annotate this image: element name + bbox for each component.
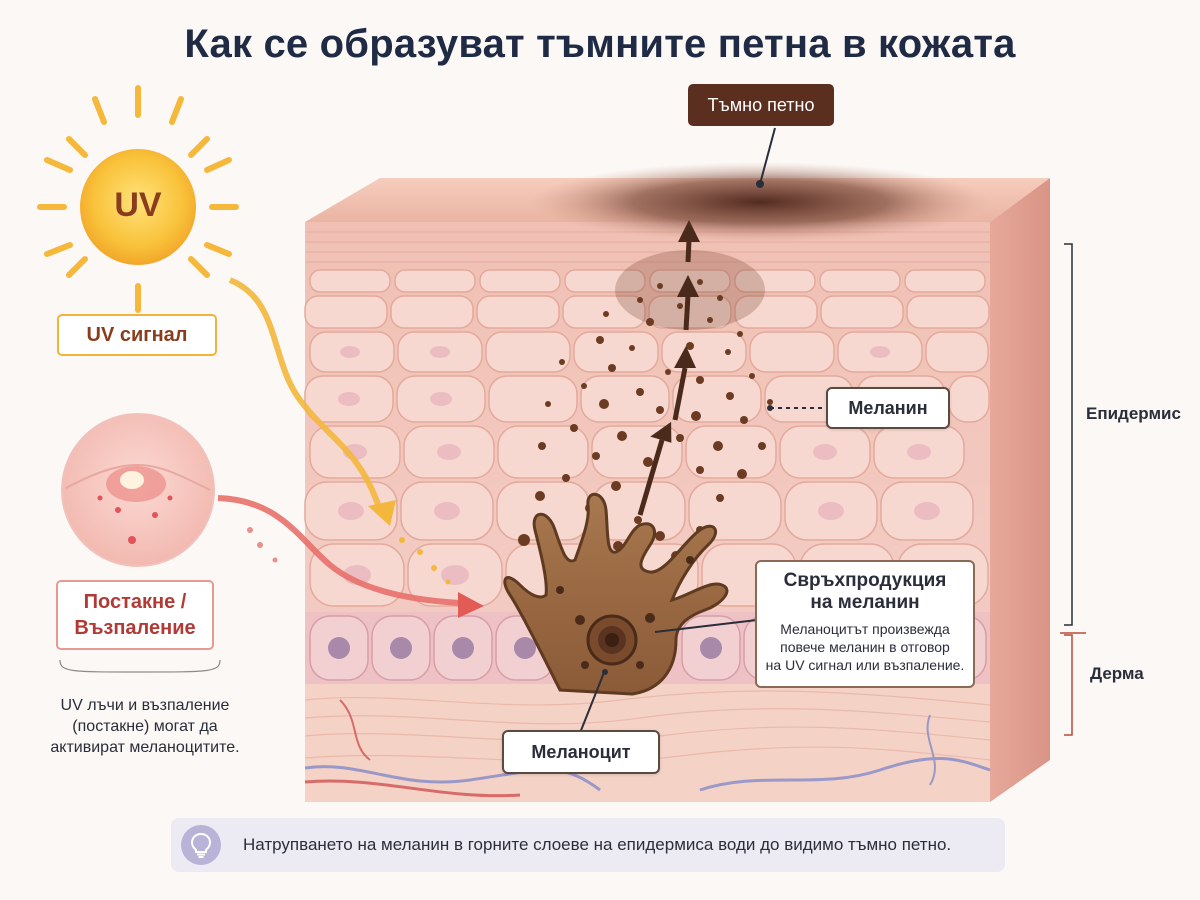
epidermis-label: Епидермис [1086, 404, 1181, 423]
overproduction-text-1: Меланоцитът произвежда [780, 621, 950, 637]
inflammation-arrow [217, 495, 461, 606]
acne-label-line1: Постакне / [83, 591, 187, 613]
footer-text: Натрупването на меланин в горните слоеве… [243, 835, 952, 854]
dermis-fibers [304, 690, 991, 763]
melanin-pointer [767, 405, 773, 411]
lightbulb-icon [181, 825, 221, 865]
melanin-label: Меланин [826, 387, 950, 429]
uv-arrow-head [368, 500, 396, 526]
uv-arrow-dots [399, 537, 451, 585]
dermis-label: Дерма [1090, 664, 1144, 683]
overproduction-text-3: на UV сигнал или възпаление. [765, 657, 965, 673]
melanocyte-label: Меланоцит [502, 730, 660, 774]
melanin-granules [518, 279, 773, 584]
uv-signal-label: UV сигнал [57, 314, 217, 356]
epidermis-bracket [1064, 243, 1073, 626]
note-line2: (постакне) могат да [72, 718, 218, 735]
acne-label-line2: Възпаление [74, 617, 196, 639]
skin-side-face [990, 178, 1050, 802]
leader-lines [579, 127, 826, 734]
overproduction-text-2: повече меланин в отговор [780, 639, 950, 655]
dermis-bracket [1064, 634, 1073, 736]
melanocyte-pointer [602, 669, 608, 675]
acne-inflammation-icon [61, 413, 215, 567]
dark-spot-label: Тъмно петно [688, 84, 834, 126]
dark-spot [530, 162, 990, 242]
note-line1: UV лъчи и възпаление [60, 697, 230, 714]
sun-icon [37, 85, 239, 313]
dark-spot-pointer [756, 180, 764, 188]
activation-note: UV лъчи и възпаление (постакне) могат да… [40, 695, 250, 758]
overproduction-callout: Свръхпродукция на меланин Меланоцитът пр… [755, 560, 975, 688]
uv-signal-arrow [228, 277, 383, 511]
inflammation-arrow-dots [247, 527, 278, 563]
uv-sun-label: UV [114, 186, 162, 224]
inflammation-arrow-head [458, 592, 484, 618]
page-title: Как се образуват тъмните петна в кожата [184, 22, 1016, 66]
overproduction-title-2: на меланин [810, 592, 920, 613]
melanocyte-cell [503, 492, 729, 696]
note-line3: активират меланоцитите. [50, 739, 240, 756]
acne-inflammation-label: Постакне / Възпаление [56, 580, 214, 650]
footer-note: Натрупването на меланин в горните слоеве… [171, 818, 1005, 872]
melanin-transport-arrows [637, 220, 700, 516]
overproduction-title-1: Свръхпродукция [783, 570, 947, 591]
left-note-bracket [59, 659, 221, 673]
